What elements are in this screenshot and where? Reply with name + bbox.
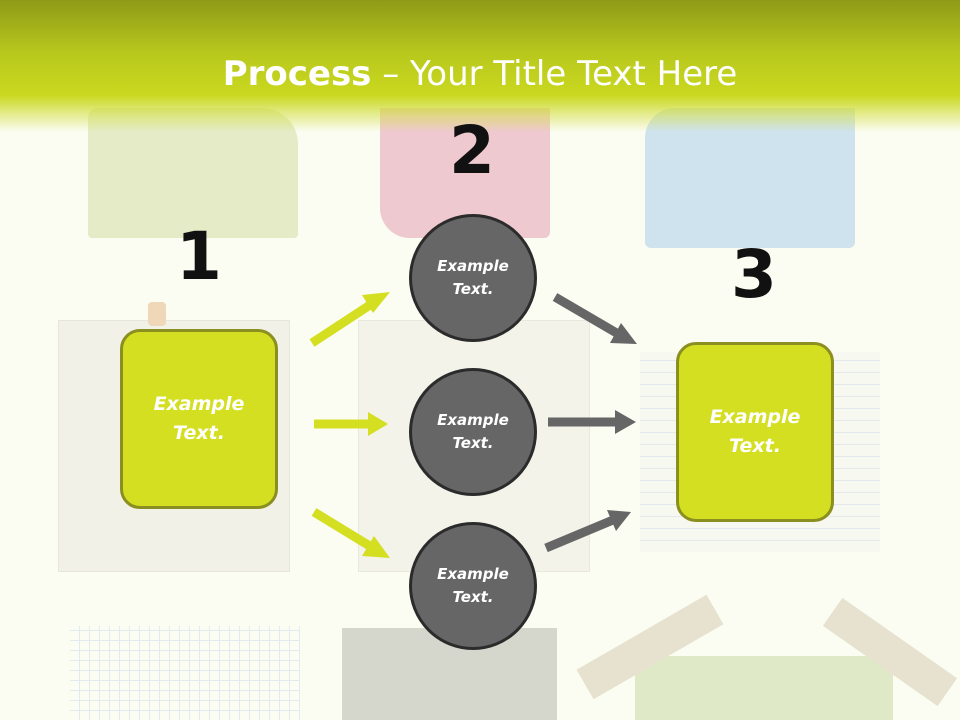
step-2-circle-top: Example Text. <box>409 214 537 342</box>
arrow-2-bottom-to-3 <box>544 510 631 553</box>
step-number-2: 2 <box>449 112 495 189</box>
title-bar <box>0 0 960 132</box>
step-2-text-bottom: Example Text. <box>437 565 509 606</box>
step-3-text: Example Text. <box>709 406 801 457</box>
step-2-text-middle: Example Text. <box>437 411 509 452</box>
arrow-2-top-to-3 <box>552 293 637 344</box>
step-number-3: 3 <box>731 236 777 313</box>
arrow-1-to-2-bottom <box>311 508 390 558</box>
grid-paper <box>70 626 300 720</box>
arrow-1-to-2-top <box>309 292 390 347</box>
step-1-text: Example Text. <box>153 393 245 444</box>
slide-title: Process – Your Title Text Here <box>0 52 960 96</box>
title-rest: – Your Title Text Here <box>371 54 738 94</box>
step-number-1: 1 <box>176 218 222 295</box>
step-1-box: Example Text. <box>120 329 278 509</box>
arrow-2-middle-to-3 <box>548 410 636 434</box>
step-3-box: Example Text. <box>676 342 834 522</box>
pushpin-icon <box>148 302 166 326</box>
step-2-text-top: Example Text. <box>437 257 509 298</box>
step-2-circle-bottom: Example Text. <box>409 522 537 650</box>
title-bold: Process <box>222 54 372 94</box>
green-paper <box>635 656 893 720</box>
arrow-1-to-2-middle <box>314 412 388 436</box>
step-2-circle-middle: Example Text. <box>409 368 537 496</box>
